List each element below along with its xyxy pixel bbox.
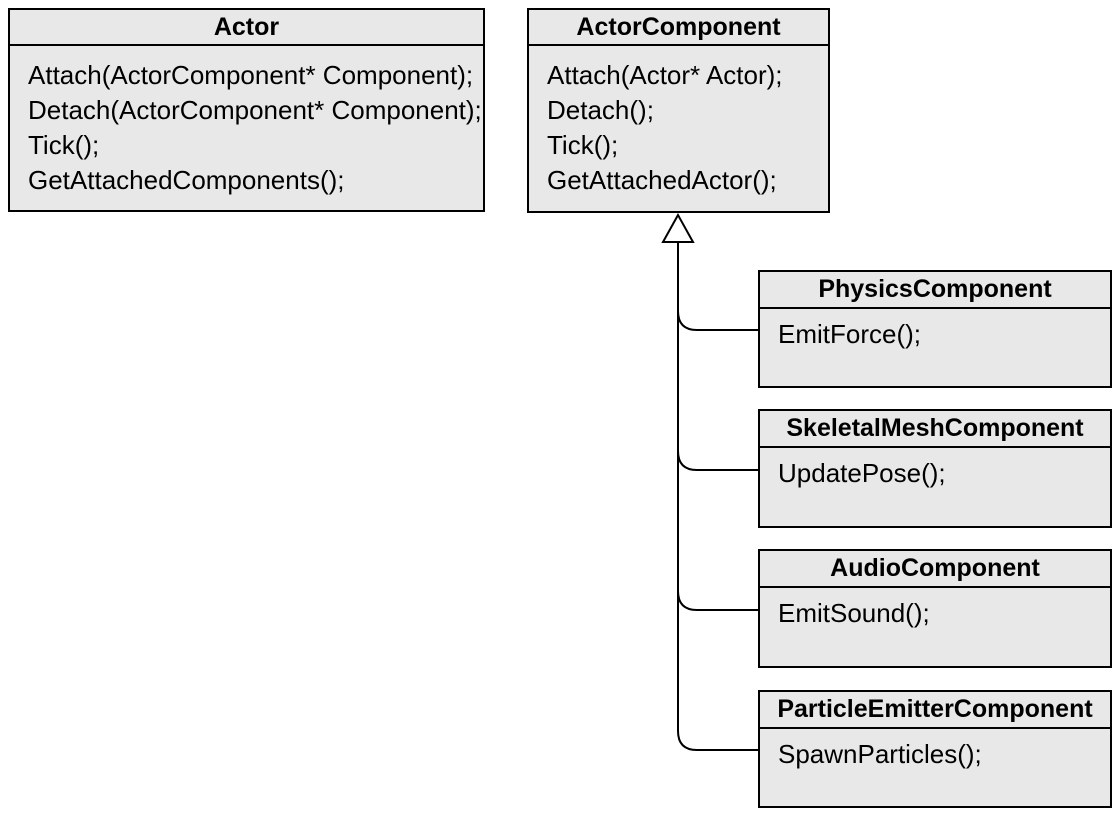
method-label: Tick();: [547, 130, 619, 160]
class-box-actor: Actor Attach(ActorComponent* Component);…: [8, 8, 485, 212]
class-box-skeletal-mesh-component: SkeletalMeshComponent UpdatePose();: [758, 409, 1112, 528]
method-label: UpdatePose();: [778, 458, 946, 488]
method-label: GetAttachedActor();: [547, 165, 777, 195]
method-label: Detach(ActorComponent* Component);: [28, 95, 482, 125]
class-title-audio-component: AudioComponent: [760, 551, 1110, 588]
class-title-particle-emitter-component: ParticleEmitterComponent: [760, 692, 1110, 729]
class-methods-skeletal-mesh-component: UpdatePose();: [760, 448, 1110, 491]
class-box-particle-emitter-component: ParticleEmitterComponent SpawnParticles(…: [758, 690, 1112, 808]
class-methods-audio-component: EmitSound();: [760, 588, 1110, 631]
branch-line-skeletal-mesh: [677, 450, 758, 471]
method-label: GetAttachedComponents();: [28, 165, 345, 195]
method-label: EmitSound();: [778, 598, 930, 628]
branch-line-particle-emitter: [677, 730, 758, 751]
method-label: Detach();: [547, 95, 654, 125]
method-label: EmitForce();: [778, 319, 921, 349]
class-box-actor-component: ActorComponent Attach(Actor* Actor); Det…: [527, 8, 830, 213]
class-title-physics-component: PhysicsComponent: [760, 272, 1110, 309]
class-box-audio-component: AudioComponent EmitSound();: [758, 549, 1112, 668]
inheritance-triangle-icon: [661, 212, 695, 243]
class-title-actor-component: ActorComponent: [529, 10, 828, 46]
branch-line-audio: [677, 590, 758, 611]
class-methods-actor: Attach(ActorComponent* Component); Detac…: [10, 46, 483, 198]
branch-line-physics: [677, 310, 758, 331]
class-methods-physics-component: EmitForce();: [760, 309, 1110, 352]
class-methods-actor-component: Attach(Actor* Actor); Detach(); Tick(); …: [529, 46, 828, 198]
method-label: Tick();: [28, 130, 100, 160]
class-title-skeletal-mesh-component: SkeletalMeshComponent: [760, 411, 1110, 448]
class-title-actor: Actor: [10, 10, 483, 46]
class-box-physics-component: PhysicsComponent EmitForce();: [758, 270, 1112, 388]
method-label: SpawnParticles();: [778, 739, 982, 769]
class-methods-particle-emitter-component: SpawnParticles();: [760, 729, 1110, 772]
method-label: Attach(ActorComponent* Component);: [28, 60, 474, 90]
method-label: Attach(Actor* Actor);: [547, 60, 783, 90]
